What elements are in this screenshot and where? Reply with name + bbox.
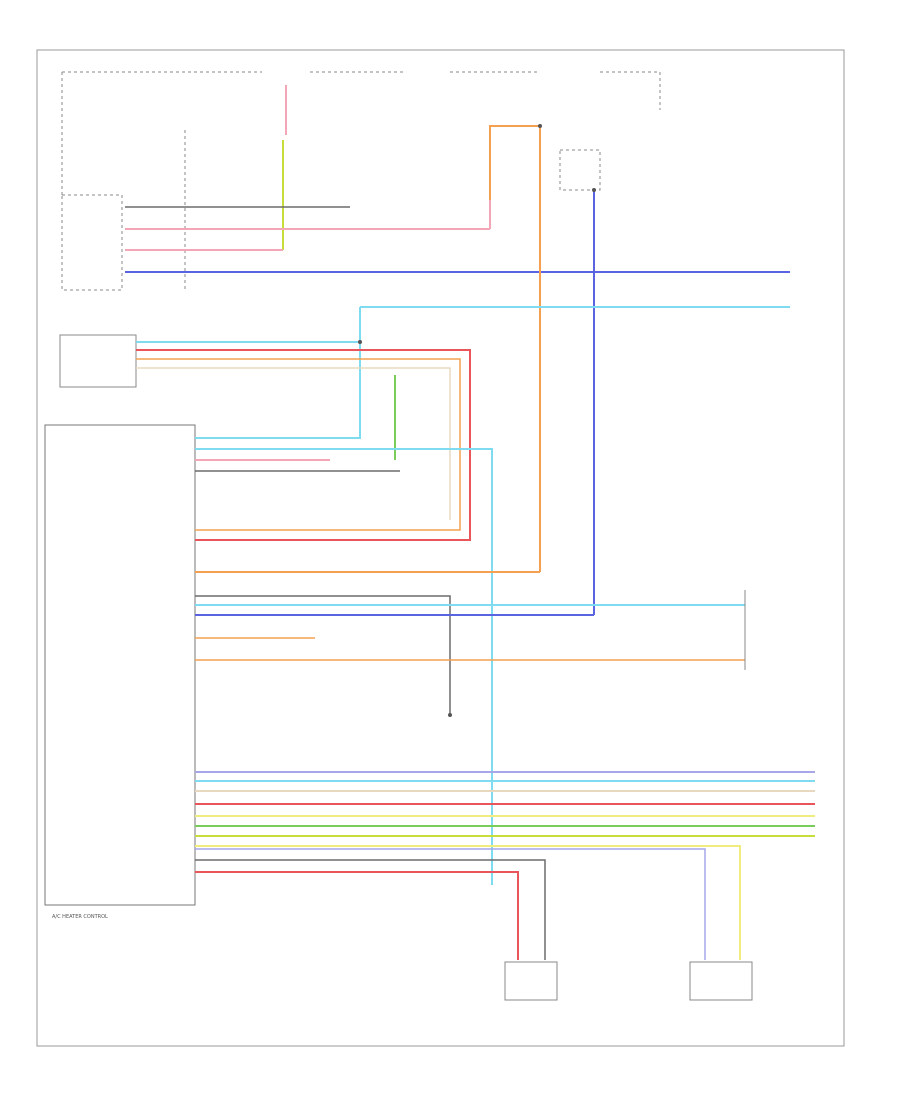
wire-bundle-pink-down <box>195 871 519 960</box>
wire-bundle-blue-down <box>195 848 706 960</box>
wire-lightblue-top <box>195 307 361 439</box>
wire-orange-sensor <box>136 358 461 531</box>
wire-black-lower <box>195 595 451 715</box>
wire-red-sensor <box>136 349 471 541</box>
wire-tan-sensor <box>136 367 451 520</box>
splice-dot-3 <box>592 188 596 192</box>
wire-orange-top <box>489 125 541 572</box>
main-module-box <box>44 424 196 906</box>
wire-bundle-black-down <box>195 859 546 960</box>
splice-dot-4 <box>448 713 452 717</box>
bottom-sensor-box-left <box>504 961 558 1001</box>
diagram-border <box>36 49 845 1047</box>
wire-lightblue-long <box>195 448 493 885</box>
fuse-box-right-outline <box>450 71 661 110</box>
wire-bundle-yellow-down <box>195 845 741 960</box>
sensor-box-left <box>59 334 137 388</box>
hvac-module-top-box <box>61 194 123 291</box>
relay-box <box>559 149 601 191</box>
bottom-sensor-box-right <box>689 961 753 1001</box>
splice-dot-1 <box>358 340 362 344</box>
footer-label: A/C HEATER CONTROL <box>52 914 108 920</box>
splice-dot-2 <box>538 124 542 128</box>
